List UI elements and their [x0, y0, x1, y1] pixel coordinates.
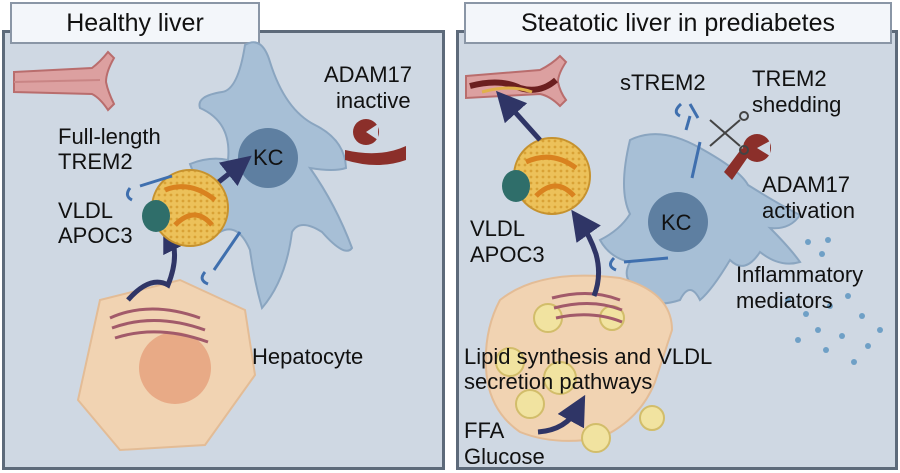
- healthy-liver-title: Healthy liver: [10, 2, 260, 44]
- adam17-inactive-icon: [345, 119, 406, 165]
- mediators-label: mediators: [736, 288, 833, 313]
- adam17-activation-label: activation: [762, 198, 855, 223]
- kc-nucleus-left: [238, 128, 298, 188]
- kc-label-right: KC: [661, 210, 692, 235]
- adam17-inactive-label: inactive: [336, 88, 411, 113]
- ffa-glucose-uptake-arrow: [537, 394, 586, 435]
- vldl-label-left: VLDL: [58, 198, 114, 223]
- damaged-blood-vessel: [465, 54, 568, 108]
- adam17-active-icon: [724, 134, 771, 180]
- kc-nucleus-right: [648, 192, 708, 252]
- apoc3-protein-right: [502, 170, 530, 202]
- healthy-blood-vessel: [13, 50, 116, 112]
- vldl-particle-left: [142, 169, 229, 247]
- hepatocyte-nucleus-left: [139, 332, 211, 404]
- vldl-to-vessel-arrow: [495, 90, 542, 142]
- vldl-secretion-arrow-right: [571, 209, 602, 297]
- trem2-receptor-left: [125, 174, 242, 286]
- adam17-label-left: ADAM17: [324, 62, 413, 87]
- adam17-label-right: ADAM17: [762, 172, 851, 197]
- inflammatory-label: Inflammatory: [736, 262, 864, 287]
- strem2-label: sTREM2: [620, 70, 706, 95]
- inflammatory-mediator-dots: [785, 237, 883, 365]
- lipid-synthesis-label-line2: secretion pathways: [464, 369, 653, 394]
- vldl-label-right: VLDL: [470, 216, 526, 241]
- apoc3-label-left: APOC3: [58, 223, 133, 248]
- steatotic-hepatocyte: [484, 274, 674, 453]
- glucose-label: Glucose: [464, 444, 545, 469]
- scissors-icon: [709, 111, 749, 155]
- vldl-particle-right: [502, 137, 591, 215]
- trem2-shedding-label-line2: shedding: [752, 92, 842, 117]
- kc-label-left: KC: [253, 145, 284, 170]
- strem2-fragments: [609, 102, 702, 272]
- full-length-label: Full-length: [58, 124, 161, 149]
- ffa-label: FFA: [464, 418, 505, 443]
- trem2-label-left: TREM2: [58, 149, 133, 174]
- hepatocyte-left: [76, 278, 257, 452]
- apoc3-label-right: APOC3: [470, 242, 545, 267]
- lipid-synthesis-label-line1: Lipid synthesis and VLDL: [464, 344, 713, 369]
- hepatocyte-label: Hepatocyte: [252, 344, 364, 369]
- apoc3-protein-left: [142, 200, 170, 232]
- vldl-secretion-arrow-left: [126, 221, 191, 302]
- steatotic-liver-title: Steatotic liver in prediabetes: [464, 2, 892, 44]
- trem2-shedding-label-line1: TREM2: [752, 66, 827, 91]
